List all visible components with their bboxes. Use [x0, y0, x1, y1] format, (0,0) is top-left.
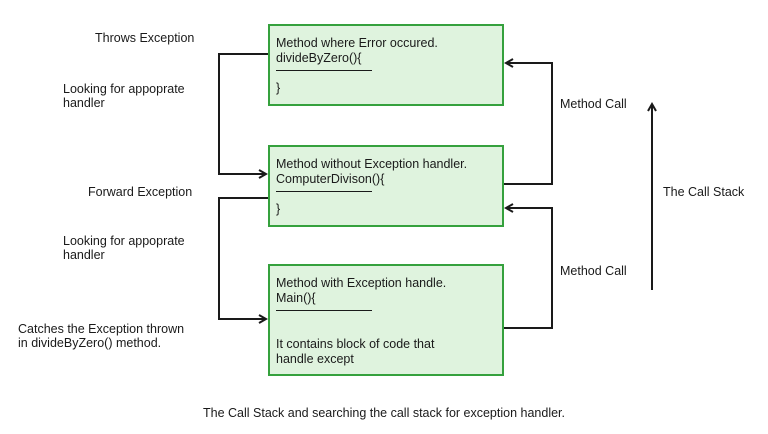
box-signature: divideByZero(){: [276, 51, 362, 65]
catches-exception-label: Catches the Exception thrown in divideBy…: [18, 322, 185, 350]
box-signature: Main(){: [276, 291, 316, 305]
box-title: Method where Error occured.: [276, 36, 438, 50]
method-box-computer-divison: Method without Exception handler. Comput…: [268, 145, 504, 227]
looking-for-handler-label-2: Looking for appoprate handler: [63, 234, 185, 262]
code-placeholder-rule: [276, 310, 372, 311]
box-closing-brace: }: [276, 81, 281, 95]
call-stack-label: The Call Stack: [663, 185, 745, 199]
method-call-arrow-lower: [503, 208, 553, 329]
box-title: Method without Exception handler.: [276, 157, 468, 171]
box-closing-brace: }: [276, 202, 281, 216]
code-placeholder-rule: [276, 70, 372, 71]
method-call-label-lower: Method Call: [560, 264, 627, 278]
search-arrow-top-to-middle: [218, 53, 268, 174]
method-call-label-upper: Method Call: [560, 97, 627, 111]
method-call-arrow-upper: [503, 63, 553, 185]
diagram-caption: The Call Stack and searching the call st…: [202, 406, 565, 420]
method-box-main: Method with Exception handle. Main(){ It…: [268, 264, 504, 376]
box-title: Method with Exception handle.: [276, 276, 447, 290]
method-box-divide-by-zero: Method where Error occured. divideByZero…: [268, 24, 504, 106]
forward-exception-label: Forward Exception: [88, 185, 193, 199]
code-placeholder-rule: [276, 191, 372, 192]
throws-exception-label: Throws Exception: [95, 31, 195, 45]
looking-for-handler-label-1: Looking for appoprate handler: [63, 82, 185, 110]
search-arrow-middle-to-bottom: [218, 197, 268, 319]
box-signature: ComputerDivison(){: [276, 172, 385, 186]
box-body-text: It contains block of code that handle ex…: [276, 337, 435, 366]
